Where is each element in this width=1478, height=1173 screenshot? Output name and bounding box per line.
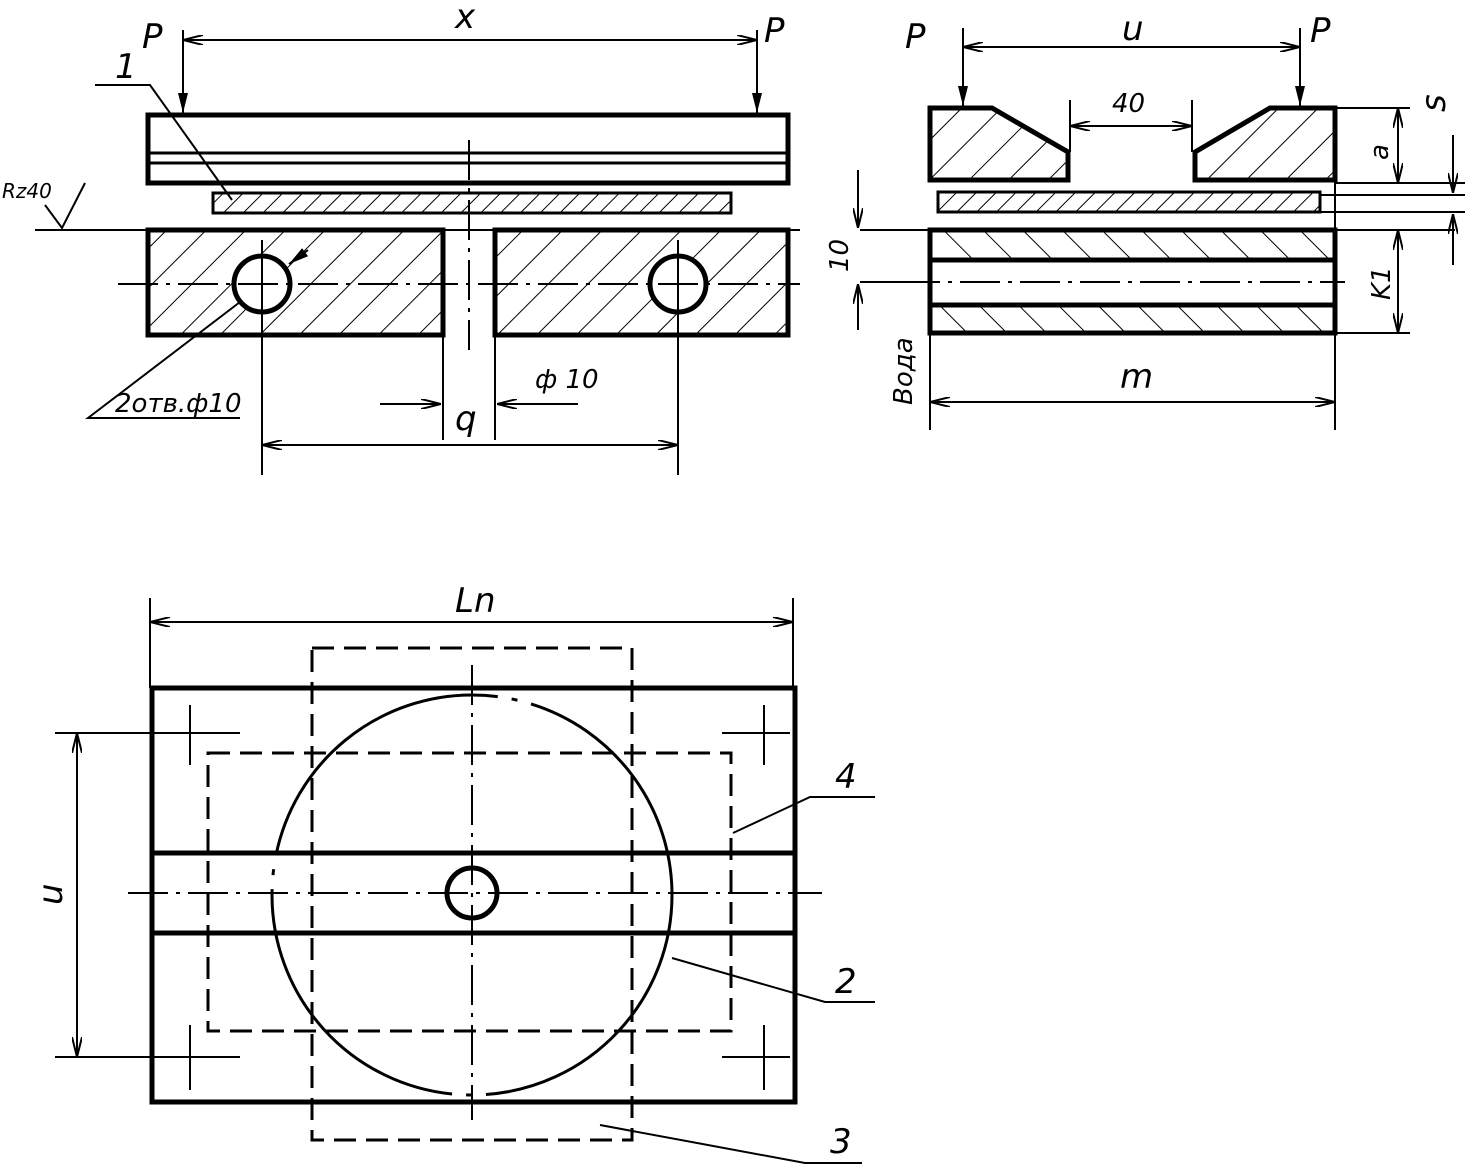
force-label-right-a: P xyxy=(905,17,926,57)
base-top-layer xyxy=(927,227,1338,263)
dim-40-label: 40 xyxy=(1112,89,1145,119)
upper-plate xyxy=(145,112,791,186)
dim-q-label: q xyxy=(455,399,477,439)
dim-phi10-label: ф 10 xyxy=(535,365,599,395)
callout-1: 1 xyxy=(115,47,137,87)
force-label-left-a: P xyxy=(142,17,163,57)
dim-u-left-label: u xyxy=(31,883,71,905)
dim-ln-label: Ln xyxy=(455,581,496,621)
dim-k1-label: K1 xyxy=(1367,266,1397,300)
dim-10-label: 10 xyxy=(825,239,855,272)
callout-3: 3 xyxy=(830,1122,852,1162)
punch-right xyxy=(1192,105,1338,183)
dim-u-top-label: u xyxy=(1122,9,1144,49)
specimen-strip xyxy=(211,191,733,215)
water-label: Вода xyxy=(889,337,919,405)
force-label-left-b: P xyxy=(764,11,785,51)
front-section-view xyxy=(35,30,800,475)
side-section-view xyxy=(858,28,1465,430)
base-plate-outline xyxy=(149,685,798,1105)
dim-x-label: x xyxy=(454,0,476,37)
punch-left xyxy=(927,105,1071,183)
dim-s-label: s xyxy=(1414,94,1454,112)
specimen-side xyxy=(936,190,1322,214)
base-bottom-layer xyxy=(927,302,1338,336)
plan-view xyxy=(55,598,875,1164)
force-label-right-b: P xyxy=(1310,11,1331,51)
dim-a-label: a xyxy=(1365,144,1395,160)
lower-block-left xyxy=(145,227,446,338)
roughness-label: Rz40 xyxy=(2,179,52,203)
lower-block-right xyxy=(492,227,791,338)
callout-4: 4 xyxy=(835,757,857,797)
dim-m-label: m xyxy=(1120,357,1153,397)
callout-2: 2 xyxy=(835,962,857,1002)
holes-label: 2отв.ф10 xyxy=(115,389,242,419)
